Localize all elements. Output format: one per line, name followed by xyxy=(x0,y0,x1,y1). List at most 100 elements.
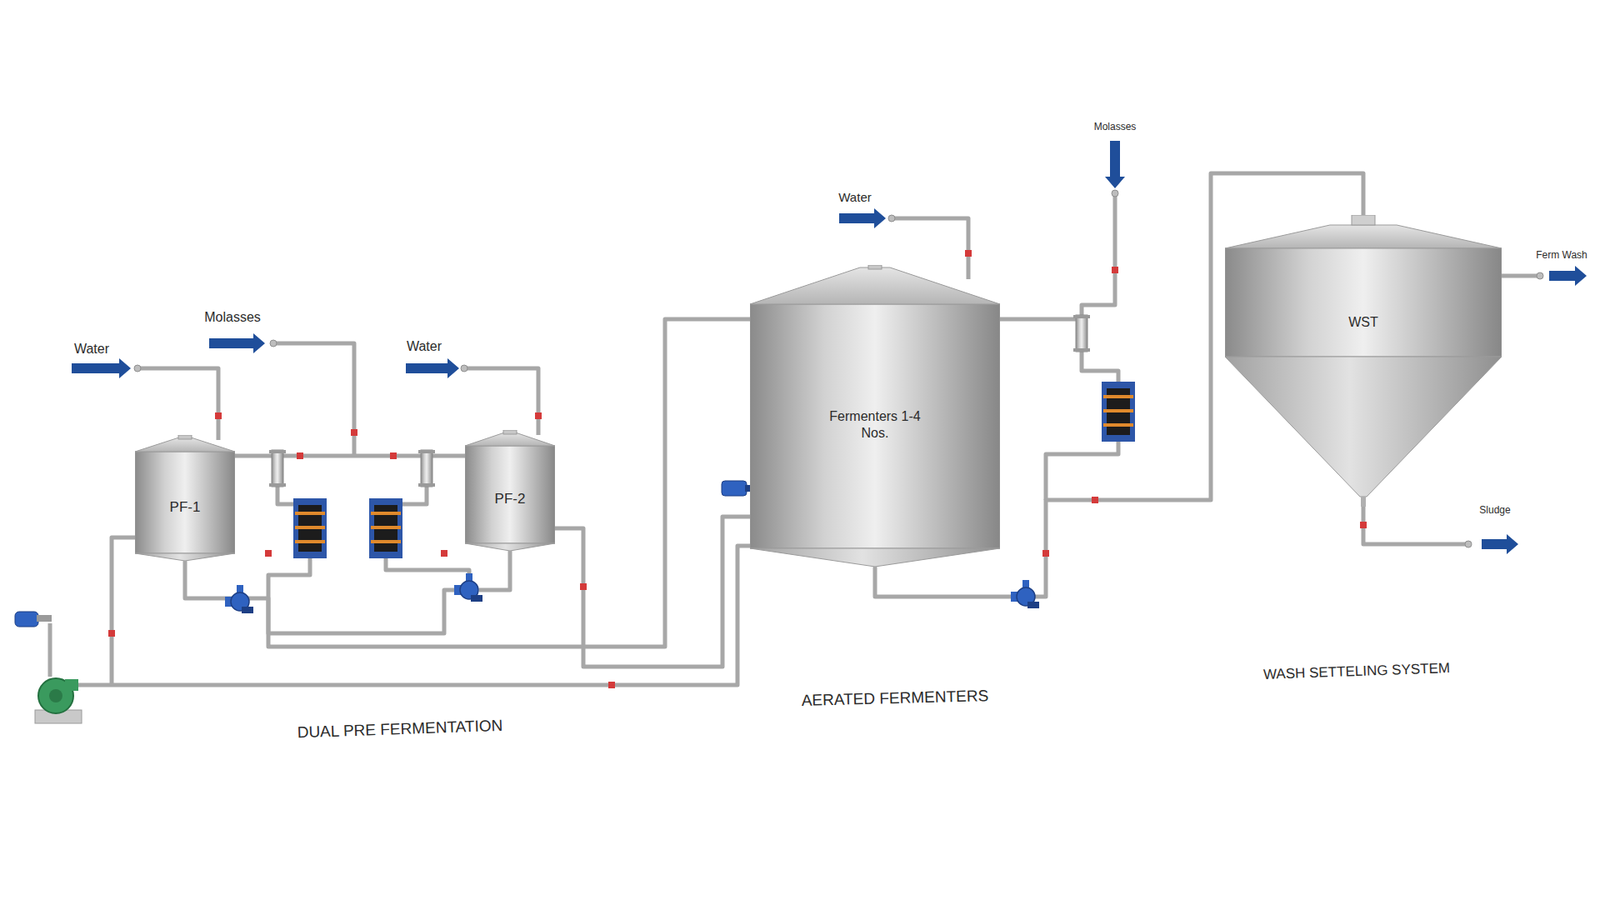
settling-tank: WST xyxy=(1225,215,1502,507)
tank-roof xyxy=(1225,225,1502,249)
valves xyxy=(108,250,1367,689)
pipe-cap xyxy=(460,365,468,372)
outlet-pipe xyxy=(1363,505,1469,545)
process-pipe xyxy=(268,590,460,634)
valve-mark xyxy=(215,412,222,420)
tank-roof xyxy=(135,437,235,452)
process-pipe xyxy=(385,558,470,580)
pipe-cap xyxy=(1111,190,1119,197)
valve-mark xyxy=(1091,496,1099,504)
process-pipe-connector xyxy=(555,516,750,667)
valve-mark xyxy=(1111,266,1119,274)
stream-label: Water xyxy=(406,339,442,355)
blower-hub xyxy=(49,689,63,703)
outlet-pipe xyxy=(1501,274,1540,279)
section-title: AERATED FERMENTERS xyxy=(800,686,989,710)
pump-symbol xyxy=(225,585,254,614)
pipe-cap xyxy=(1536,272,1544,280)
section-title: WASH SETTELING SYSTEM xyxy=(1263,660,1451,684)
settling-tank-outline xyxy=(1225,215,1502,507)
section-title: DUAL PRE FERMENTATION xyxy=(296,716,503,743)
tank-shell xyxy=(465,445,555,544)
tank-roof xyxy=(750,267,1000,305)
air-pipe xyxy=(111,537,135,685)
plate-heat-exchanger xyxy=(369,498,403,559)
outlet-arrow xyxy=(1481,534,1519,555)
valve-mark xyxy=(265,550,272,557)
process-pipe xyxy=(1081,351,1119,382)
tank-bottom xyxy=(465,543,555,551)
blower-shaft xyxy=(36,615,52,622)
tank-cone xyxy=(1225,356,1502,497)
molasses-pipe xyxy=(1081,193,1115,315)
process-pipe xyxy=(402,486,427,505)
tank-label: PF-1 xyxy=(139,498,231,516)
pumps xyxy=(225,573,1040,614)
valve-mark xyxy=(350,429,358,436)
pipe-cap xyxy=(888,215,895,222)
inlet-arrow xyxy=(839,208,886,229)
motor-body xyxy=(721,480,747,496)
water-pipe xyxy=(137,368,219,440)
water-pipe xyxy=(464,368,539,435)
inlet-arrow xyxy=(1105,140,1125,189)
tank-bottom xyxy=(750,548,1000,567)
stream-label: Water xyxy=(838,190,871,205)
air-pipe xyxy=(75,545,750,685)
stream-label: Water xyxy=(74,341,110,357)
blower-motor xyxy=(15,611,39,627)
tank-outline xyxy=(465,430,555,551)
process-pipe xyxy=(268,558,310,599)
air-blower xyxy=(15,611,82,724)
flow-arrows xyxy=(71,140,1587,555)
molasses-pipe xyxy=(273,343,355,455)
strainer-symbol xyxy=(1073,315,1090,352)
agitator-motor xyxy=(721,480,752,496)
valve-mark xyxy=(1360,521,1367,529)
water-pipe xyxy=(891,218,969,280)
valve-mark xyxy=(965,250,972,257)
valve-mark xyxy=(608,681,615,689)
tank-node: PF-2 xyxy=(465,430,555,551)
heat-exchangers xyxy=(293,381,1135,559)
valve-mark xyxy=(1042,550,1050,557)
process-pipes xyxy=(50,193,1540,685)
plate-heat-exchanger xyxy=(1101,381,1135,442)
pipe-caps xyxy=(134,190,1544,548)
inlet-arrow xyxy=(405,358,460,379)
tank-nozzle xyxy=(1351,215,1375,225)
tank-node: PF-1 xyxy=(135,435,235,561)
strainer-symbol xyxy=(269,450,286,487)
valve-mark xyxy=(108,630,115,637)
pipe-cap xyxy=(134,365,141,372)
tank-label: WST xyxy=(1280,314,1447,331)
tank-shell xyxy=(1225,248,1502,357)
tank-label: PF-2 xyxy=(468,490,552,508)
inlet-arrow xyxy=(209,333,265,354)
tank-shell xyxy=(750,304,1000,549)
stream-label: Molasses xyxy=(1094,120,1137,133)
stream-label: Molasses xyxy=(204,310,261,325)
tank-label: Fermenters 1-4 Nos. xyxy=(825,408,925,442)
valve-mark xyxy=(535,412,542,420)
inlet-arrow xyxy=(71,358,131,379)
tank-shell xyxy=(135,451,235,554)
valve-mark xyxy=(390,452,397,460)
tank-outline xyxy=(135,435,235,561)
process-pipe xyxy=(277,486,294,505)
tank-node: Fermenters 1-4 Nos. xyxy=(750,265,1000,567)
tank-nozzle xyxy=(868,265,882,270)
pipe-cap xyxy=(270,340,277,347)
stream-label: Ferm Wash xyxy=(1535,249,1588,261)
tank-nozzle xyxy=(178,435,192,440)
process-pipe xyxy=(1000,317,1076,322)
outlet-arrow xyxy=(1549,265,1587,286)
strainer-symbol xyxy=(418,450,435,487)
process-pipe-connector xyxy=(185,319,750,647)
pipe-cap xyxy=(1465,540,1472,548)
plate-heat-exchanger xyxy=(293,498,327,559)
stream-label: Sludge xyxy=(1479,504,1510,516)
tank-nozzle xyxy=(503,430,517,435)
